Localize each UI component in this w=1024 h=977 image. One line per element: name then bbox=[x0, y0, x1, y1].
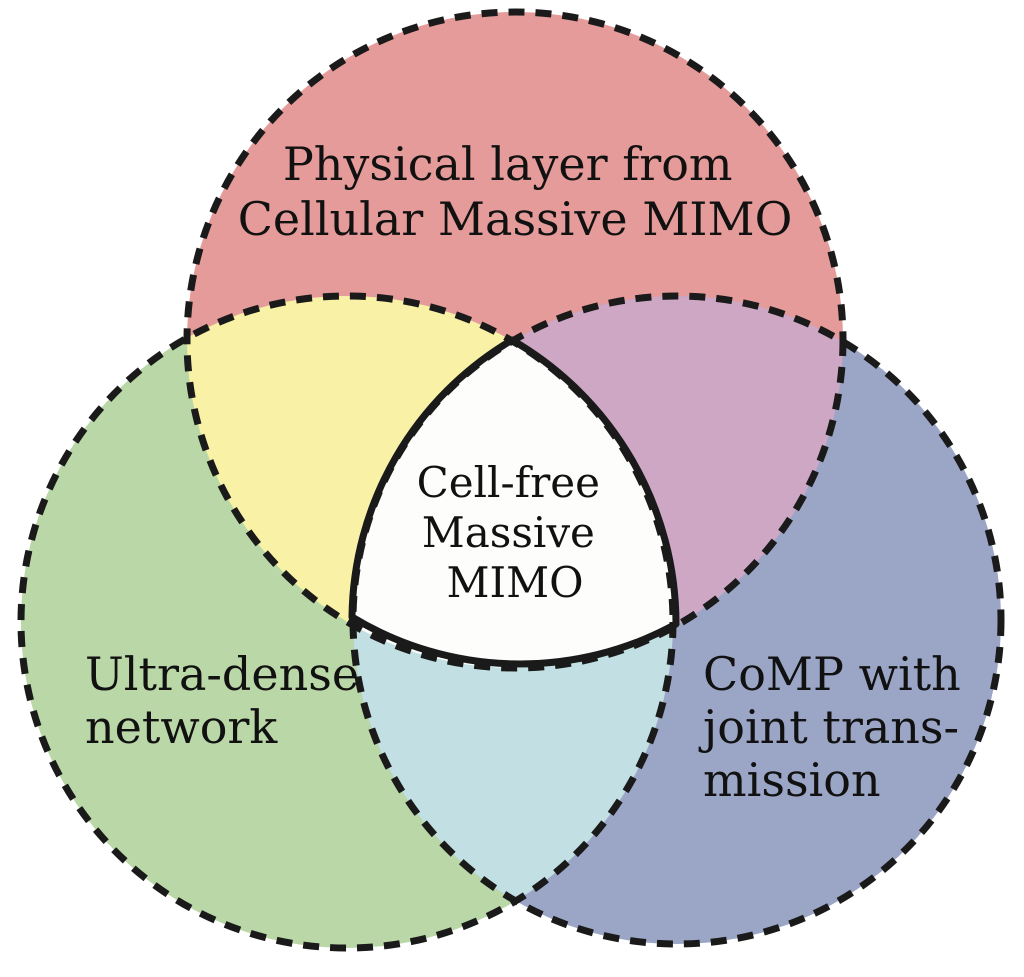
set-top-label-line: Cellular Massive MIMO bbox=[238, 192, 793, 246]
set-left-label-line: Ultra-dense bbox=[85, 647, 359, 701]
set-right-label: CoMP with joint trans- mission bbox=[698, 647, 975, 807]
center-label-line: MIMO bbox=[446, 558, 583, 607]
center-intersection-fill bbox=[353, 296, 673, 668]
center-label: Cell-free Massive MIMO bbox=[417, 458, 614, 607]
center-label-line: Massive bbox=[422, 508, 595, 557]
center-intersection-outline bbox=[348, 336, 680, 668]
set-right-label-line: mission bbox=[703, 753, 881, 807]
set-left-label-line: network bbox=[85, 700, 278, 754]
set-right-label-line: CoMP with bbox=[703, 647, 961, 701]
set-top-outline bbox=[183, 8, 847, 672]
set-left-label: Ultra-dense network bbox=[85, 647, 374, 754]
center-label-line: Cell-free bbox=[417, 458, 600, 507]
set-right-label-line: joint trans- bbox=[698, 700, 959, 754]
set-right-outline bbox=[349, 292, 1005, 948]
set-top-label: Physical layer from Cellular Massive MIM… bbox=[238, 137, 793, 246]
set-top-label-line: Physical layer from bbox=[283, 137, 733, 191]
